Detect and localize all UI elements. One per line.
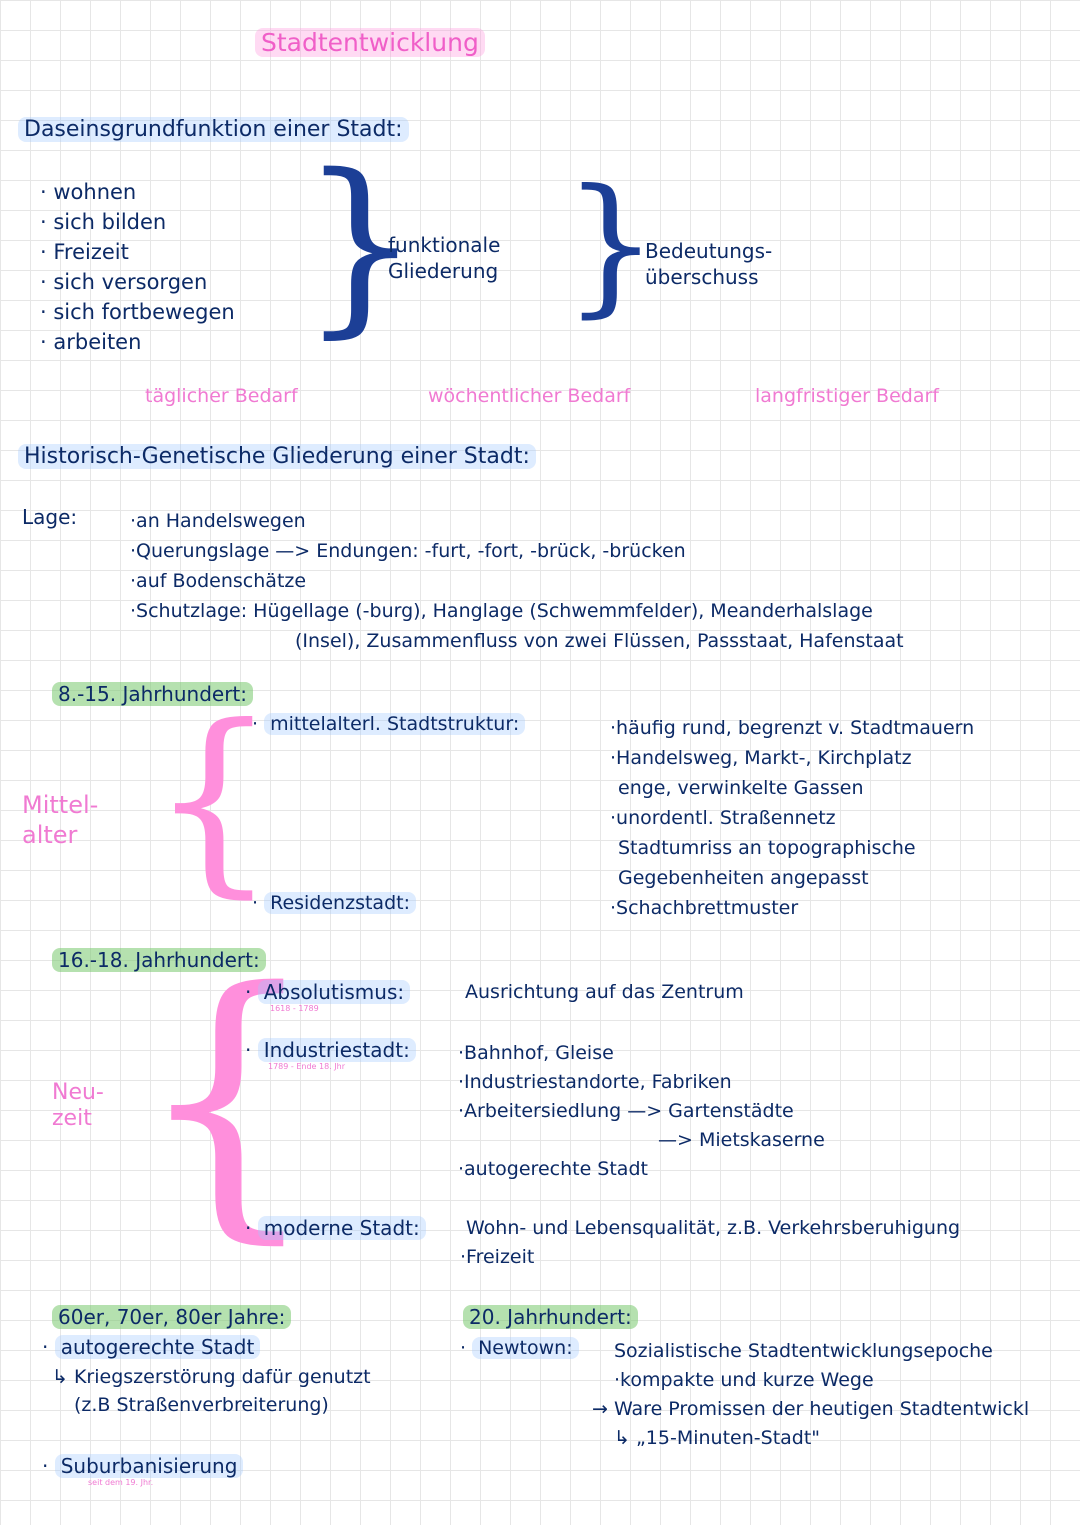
- list-item: · wohnen: [40, 180, 137, 204]
- industrie-label: · Industriestadt:: [245, 1038, 416, 1062]
- section-heading-historisch: Historisch-Genetische Gliederung einer S…: [18, 444, 536, 469]
- list-item: ·Industriestandorte, Fabriken: [458, 1071, 732, 1093]
- period-sixties: 60er, 70er, 80er Jahre:: [52, 1305, 292, 1329]
- sixties-sub1: ↳ Kriegszerstörung dafür genutzt: [52, 1366, 371, 1388]
- list-item: ·unordentl. Straßennetz: [610, 807, 836, 829]
- need-longterm: langfristiger Bedarf: [755, 385, 939, 407]
- list-item: (Insel), Zusammenfluss von zwei Flüssen,…: [295, 630, 904, 652]
- function-list: · wohnen · sich bilden · Freizeit · sich…: [40, 177, 235, 357]
- section-heading-daseinsgrundfunktion: Daseinsgrundfunktion einer Stadt:: [18, 117, 409, 142]
- list-item: ·Schachbrettmuster: [610, 897, 799, 919]
- side-label-mittelalter: Mittel- alter: [22, 791, 99, 849]
- modern-item-freizeit: ·Freizeit: [460, 1246, 535, 1268]
- list-item: · Freizeit: [40, 240, 129, 264]
- list-item: ·Querungslage —> Endungen: -furt, -fort,…: [130, 540, 686, 562]
- absolutismus-years: 1618 - 1789: [270, 1004, 319, 1013]
- period-twentieth: 20. Jahrhundert:: [463, 1305, 638, 1329]
- absolutismus-label: · Absolutismus:: [245, 980, 411, 1004]
- side-label-neuzeit: Neu- zeit: [52, 1080, 104, 1131]
- list-item: ·Bahnhof, Gleise: [458, 1042, 614, 1064]
- list-item: ·autogerechte Stadt: [458, 1158, 648, 1180]
- list-item: Gegebenheiten angepasst: [618, 867, 869, 889]
- page-title: Stadtentwicklung: [255, 28, 485, 57]
- list-item: ↳ „15-Minuten-Stadt": [614, 1427, 821, 1449]
- sixties-item-autogerecht: · autogerechte Stadt: [42, 1335, 261, 1359]
- sixties-sub2: (z.B Straßenverbreiterung): [74, 1394, 329, 1416]
- list-item: · sich bilden: [40, 210, 167, 234]
- list-item: enge, verwinkelte Gassen: [618, 777, 864, 799]
- industrie-years: 1789 - Ende 18. Jhr: [268, 1062, 345, 1071]
- period-neuzeit: 16.-18. Jahrhundert:: [52, 948, 266, 972]
- modern-text: Wohn- und Lebensqualität, z.B. Verkehrsb…: [466, 1217, 961, 1239]
- list-item: ·Handelsweg, Markt-, Kirchplatz: [610, 747, 912, 769]
- brace-icon: }: [300, 134, 421, 355]
- list-item: ·auf Bodenschätze: [130, 570, 307, 592]
- need-weekly: wöchentlicher Bedarf: [428, 385, 631, 407]
- struktur-list: ·häufig rund, begrenzt v. Stadtmauern ·H…: [610, 713, 974, 923]
- list-item: Stadtumriss an topographische: [618, 837, 916, 859]
- list-item: ·häufig rund, begrenzt v. Stadtmauern: [610, 717, 975, 739]
- modern-label: · moderne Stadt:: [245, 1216, 426, 1240]
- label-bedeutungsueberschuss: Bedeutungs- überschuss: [645, 239, 773, 289]
- list-item: Sozialistische Stadtentwicklungsepoche: [614, 1340, 993, 1362]
- period-mittelalter: 8.-15. Jahrhundert:: [52, 682, 253, 706]
- brace-icon: }: [563, 158, 659, 332]
- newtown-list: Sozialistische Stadtentwicklungsepoche ·…: [592, 1337, 1029, 1453]
- list-item: · sich fortbewegen: [40, 300, 235, 324]
- lage-label: Lage:: [22, 505, 78, 529]
- suburbanisierung-note: seit dem 19. Jhr.: [88, 1478, 154, 1487]
- list-item: ·an Handelswegen: [130, 510, 306, 532]
- list-item: → Ware Promissen der heutigen Stadtentwi…: [592, 1398, 1030, 1420]
- brace-icon: {: [150, 683, 278, 916]
- need-daily: täglicher Bedarf: [145, 385, 298, 407]
- list-item: —> Mietskaserne: [658, 1129, 825, 1151]
- list-item: ·Arbeitersiedlung —> Gartenstädte: [458, 1100, 794, 1122]
- newtown-label: · Newtown:: [460, 1337, 579, 1359]
- lage-list: ·an Handelswegen ·Querungslage —> Endung…: [130, 506, 904, 656]
- list-item: ·Schutzlage: Hügellage (-burg), Hanglage…: [130, 600, 873, 622]
- list-item: ·kompakte und kurze Wege: [614, 1369, 874, 1391]
- list-item: · arbeiten: [40, 330, 142, 354]
- struktur-label: · mittelalterl. Stadtstruktur:: [252, 713, 526, 735]
- brace-icon: {: [135, 931, 320, 1268]
- sixties-item-suburbanisierung: · Suburbanisierung: [42, 1454, 244, 1478]
- industrie-list: ·Bahnhof, Gleise ·Industriestandorte, Fa…: [458, 1039, 825, 1184]
- residenz-label: · Residenzstadt:: [252, 892, 416, 914]
- absolutismus-text: Ausrichtung auf das Zentrum: [465, 981, 744, 1003]
- list-item: · sich versorgen: [40, 270, 208, 294]
- label-funktionale-gliederung: funktionale Gliederung: [388, 233, 501, 283]
